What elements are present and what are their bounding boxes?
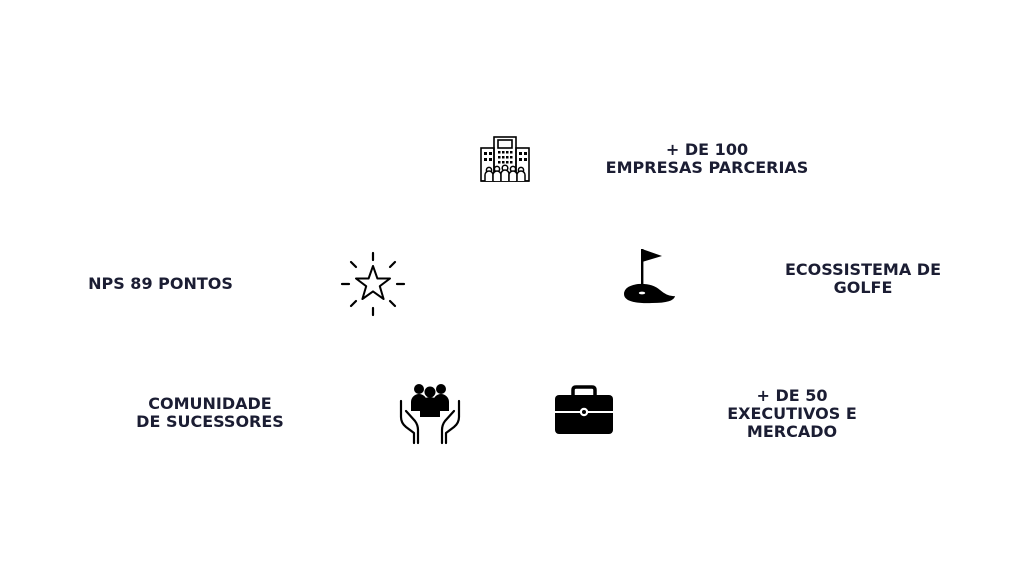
executives-label-line3: MERCADO: [746, 422, 838, 441]
golf-flag-icon: [624, 249, 675, 304]
partners-label-line2: EMPRESAS PARCERIAS: [605, 158, 809, 177]
community-label-line1: COMUNIDADE: [148, 394, 272, 413]
golf-label-line2: GOLFE: [833, 278, 893, 297]
golf-label: ECOSSISTEMA DE GOLFE: [768, 261, 958, 297]
executives-label-line1: + DE 50: [756, 386, 828, 405]
partners-label: + DE 100 EMPRESAS PARCERIAS: [597, 141, 817, 177]
briefcase-icon: [555, 385, 613, 434]
community-label-line2: DE SUCESSORES: [136, 412, 284, 431]
executives-label: + DE 50 EXECUTIVOS E MERCADO: [712, 387, 872, 441]
community-label: COMUNIDADE DE SUCESSORES: [116, 395, 304, 431]
nps-label: NPS 89 PONTOS: [78, 275, 243, 293]
office-building-icon: [480, 136, 530, 182]
partners-label-line1: + DE 100: [665, 140, 749, 159]
golf-label-line1: ECOSSISTEMA DE: [784, 260, 941, 279]
nps-label-line1: NPS 89 PONTOS: [88, 274, 233, 293]
sparkling-star-icon: [340, 251, 406, 317]
hands-holding-people-icon: [399, 384, 461, 445]
executives-label-line2: EXECUTIVOS E: [727, 404, 857, 423]
